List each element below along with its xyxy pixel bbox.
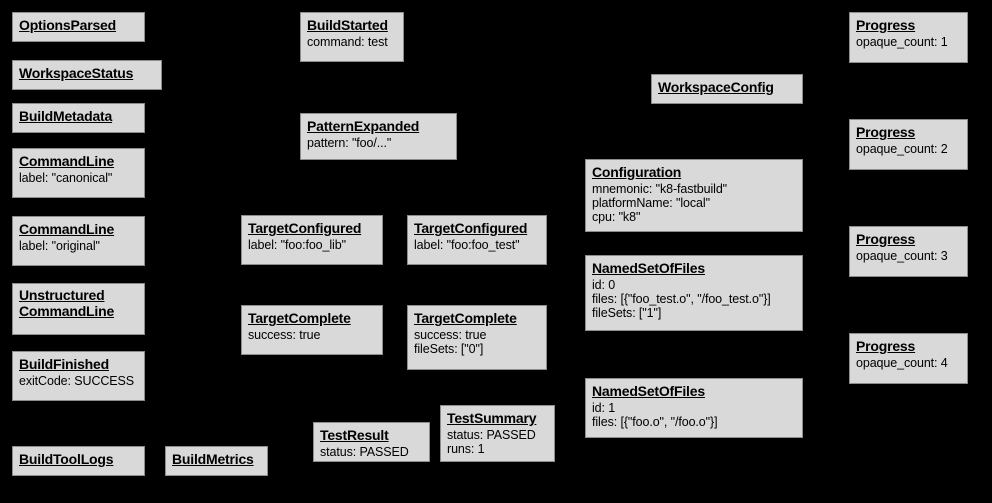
node-title: BuildStarted [307, 17, 388, 33]
node-field: opaque_count: 4 [856, 355, 948, 370]
node-title: TestResult [320, 427, 389, 443]
node-field: opaque_count: 3 [856, 248, 948, 263]
node-fields: mnemonic: "k8-fastbuild"platformName: "l… [592, 182, 796, 224]
node-title: Progress [856, 231, 916, 247]
node-fields: opaque_count: 1 [856, 35, 961, 49]
node-title: TargetConfigured [414, 220, 528, 236]
node-field: status: PASSED [320, 444, 409, 459]
node-title: CommandLine [19, 153, 115, 169]
node-title: PatternExpanded [307, 118, 420, 134]
node-field: command: test [307, 34, 388, 49]
node-workspace-config[interactable]: WorkspaceConfig [651, 74, 803, 104]
node-fields: exitCode: SUCCESS [19, 374, 138, 388]
node-title: Unstructured CommandLine [19, 287, 115, 319]
node-build-metrics[interactable]: BuildMetrics [165, 446, 268, 476]
node-field: exitCode: SUCCESS [19, 373, 135, 388]
node-field: label: "foo:foo_lib" [248, 237, 346, 252]
node-title: Progress [856, 124, 916, 140]
node-field: files: [{"foo.o", "/foo.o"}] [592, 414, 718, 429]
node-field: files: [{"foo_test.o", "/foo_test.o"}] [592, 291, 771, 306]
node-field: success: true [248, 327, 321, 342]
node-field: success: true [414, 327, 487, 342]
node-title: BuildMetrics [172, 451, 254, 467]
node-field: opaque_count: 1 [856, 34, 948, 49]
node-field: fileSets: ["1"] [592, 305, 662, 320]
node-title: Progress [856, 338, 916, 354]
node-workspace-status[interactable]: WorkspaceStatus [12, 60, 162, 90]
node-unstructured-command-line[interactable]: Unstructured CommandLine [12, 283, 145, 335]
node-fields: pattern: "foo/..." [307, 136, 450, 150]
node-fields: opaque_count: 2 [856, 142, 961, 156]
node-title: NamedSetOfFiles [592, 260, 705, 276]
node-title: TargetConfigured [248, 220, 362, 236]
node-title: TargetComplete [414, 310, 517, 326]
node-field: cpu: "k8" [592, 209, 641, 224]
node-fields: success: true [248, 328, 376, 342]
node-fields: status: PASSED [320, 445, 423, 459]
node-options-parsed[interactable]: OptionsParsed [12, 12, 145, 42]
node-field: runs: 1 [447, 441, 485, 456]
node-field: status: PASSED [447, 427, 536, 442]
node-title: WorkspaceConfig [658, 79, 774, 95]
node-title: Progress [856, 17, 916, 33]
node-field: fileSets: ["0"] [414, 341, 484, 356]
node-title: CommandLine [19, 221, 115, 237]
node-fields: opaque_count: 4 [856, 356, 961, 370]
node-title: TargetComplete [248, 310, 351, 326]
node-fields: command: test [307, 35, 397, 49]
node-field: mnemonic: "k8-fastbuild" [592, 181, 728, 196]
node-title: OptionsParsed [19, 17, 116, 33]
node-field: opaque_count: 2 [856, 141, 948, 156]
node-build-tool-logs[interactable]: BuildToolLogs [12, 446, 145, 476]
node-title: Configuration [592, 164, 682, 180]
node-field: pattern: "foo/..." [307, 135, 392, 150]
node-title: BuildFinished [19, 356, 109, 372]
node-title: BuildToolLogs [19, 451, 114, 467]
node-fields: label: "foo:foo_test" [414, 238, 540, 252]
node-build-metadata[interactable]: BuildMetadata [12, 103, 145, 133]
node-fields: opaque_count: 3 [856, 249, 961, 263]
node-field: label: "foo:foo_test" [414, 237, 520, 252]
node-fields: label: "original" [19, 239, 138, 253]
node-fields: label: "foo:foo_lib" [248, 238, 376, 252]
node-field: label: "canonical" [19, 170, 113, 185]
node-build-finished[interactable]: BuildFinished exitCode: SUCCESS [12, 351, 145, 401]
node-field: id: 0 [592, 277, 616, 292]
node-field: label: "original" [19, 238, 100, 253]
node-title: WorkspaceStatus [19, 65, 134, 81]
node-field: id: 1 [592, 400, 616, 415]
node-fields: label: "canonical" [19, 171, 138, 185]
node-title: NamedSetOfFiles [592, 383, 705, 399]
node-title: TestSummary [447, 410, 537, 426]
node-field: platformName: "local" [592, 195, 710, 210]
node-title: BuildMetadata [19, 108, 113, 124]
